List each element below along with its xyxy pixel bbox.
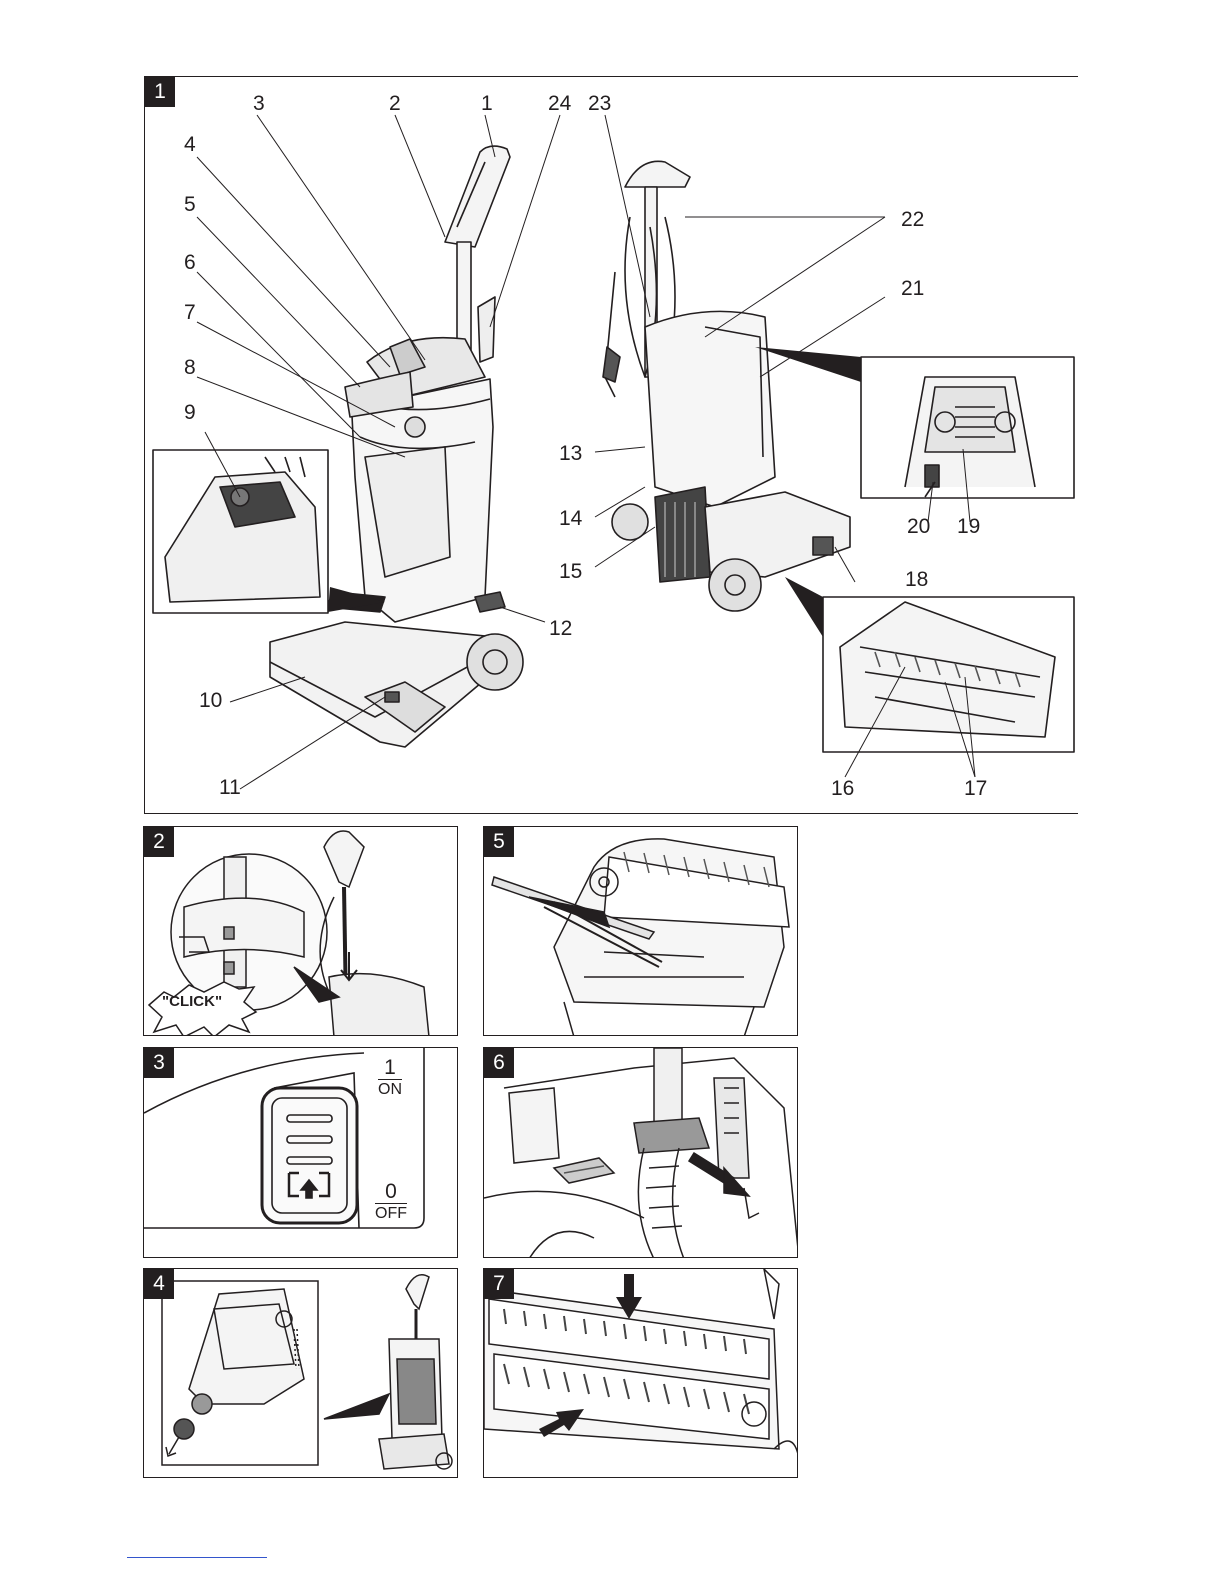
callout-11: 11 (219, 777, 241, 798)
callout-19: 19 (957, 516, 980, 537)
switch-on-label: 1 ON (378, 1056, 402, 1099)
figure-1-illustration (145, 77, 1078, 814)
cable-hook (478, 297, 495, 362)
callout-10: 10 (199, 690, 222, 711)
callout-14: 14 (559, 508, 582, 529)
figure-3-illustration (144, 1048, 458, 1258)
callout-8: 8 (184, 357, 196, 378)
figure-7-number: 7 (484, 1269, 514, 1299)
callout-2: 2 (389, 93, 401, 114)
callout-13: 13 (559, 443, 582, 464)
figure-3-number: 3 (144, 1048, 174, 1078)
click-sound-label: "CLICK" (162, 993, 222, 1010)
footer-link-line (127, 1557, 267, 1558)
figure-5-number: 5 (484, 827, 514, 857)
switch-off-label: 0 OFF (375, 1180, 407, 1223)
callout-6: 6 (184, 252, 196, 273)
callout-24: 24 (548, 93, 571, 114)
callout-22: 22 (901, 209, 924, 230)
figure-4-number: 4 (144, 1269, 174, 1299)
figure-2-panel: 2 "CLICK" (143, 826, 458, 1036)
callout-3: 3 (253, 93, 265, 114)
switch-off-number: 0 (375, 1180, 407, 1203)
callout-15: 15 (559, 561, 582, 582)
figure-1-panel: 1 (144, 76, 1078, 814)
front-wheel (467, 634, 523, 690)
figure-4-panel: 4 (143, 1268, 458, 1478)
figure-6-panel: 6 (483, 1047, 798, 1258)
figure-6-illustration (484, 1048, 798, 1258)
callout-23: 23 (588, 93, 611, 114)
figure-5-illustration (484, 827, 798, 1036)
callout-7: 7 (184, 302, 196, 323)
figure-1-number: 1 (145, 77, 175, 107)
callout-16: 16 (831, 778, 854, 799)
rear-body (645, 311, 775, 507)
figure-6-number: 6 (484, 1048, 514, 1078)
figure-3-panel: 3 1 ON 0 OFF (143, 1047, 458, 1258)
callout-17: 17 (964, 778, 987, 799)
handle-grip (445, 146, 510, 247)
figure-5-panel: 5 (483, 826, 798, 1036)
rear-wheel (709, 559, 761, 611)
callout-18: 18 (905, 569, 928, 590)
figure-7-illustration (484, 1269, 798, 1478)
callout-20: 20 (907, 516, 930, 537)
figure-4-illustration (144, 1269, 458, 1478)
switch-on-number: 1 (378, 1056, 402, 1079)
callout-9: 9 (184, 402, 196, 423)
callout-21: 21 (901, 278, 924, 299)
callout-4: 4 (184, 134, 196, 155)
switch-off-word: OFF (375, 1203, 407, 1223)
figure-2-number: 2 (144, 827, 174, 857)
floor-head (270, 622, 500, 747)
rear-brush-roller (655, 487, 710, 582)
callout-12: 12 (549, 618, 572, 639)
figure-7-panel: 7 (483, 1268, 798, 1478)
callout-1: 1 (481, 93, 493, 114)
rear-handle (625, 161, 690, 187)
callout-5: 5 (184, 194, 196, 215)
switch-on-word: ON (378, 1079, 402, 1099)
